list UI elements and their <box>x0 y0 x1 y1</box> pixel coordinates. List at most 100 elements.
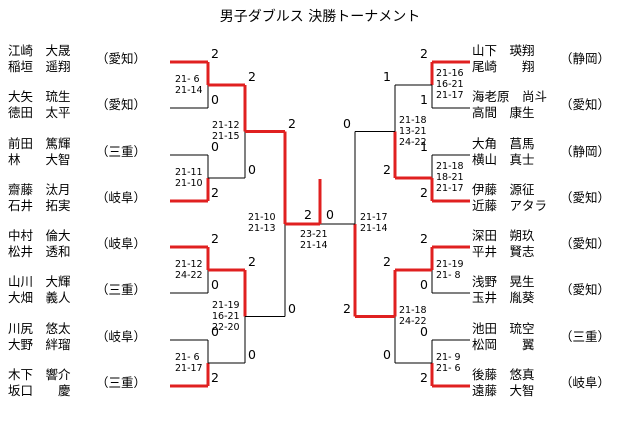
right-team-3-player-1: 大角 菖馬 <box>472 136 535 151</box>
left-r1-set-1-2: 21-14 <box>175 85 203 96</box>
right-r1-score-5: 2 <box>420 231 428 246</box>
right-r2-set-1-2: 13-21 <box>399 125 427 137</box>
right-team-8-pref: （岐阜） <box>560 375 611 390</box>
left-r3-score-1: 2 <box>288 115 296 131</box>
right-team-1-player-2: 尾崎 翔 <box>472 59 535 74</box>
left-r1-score-5: 2 <box>211 231 219 246</box>
left-team-1-pref: （愛知） <box>96 51 147 66</box>
left-team-6-player-1: 山川 大輝 <box>8 274 71 289</box>
left-team-7-player-1: 川尻 悠太 <box>8 321 71 336</box>
left-r1-set-2-2: 21-10 <box>175 178 203 189</box>
left-team-8-player-2: 坂口 慶 <box>8 383 71 398</box>
left-r1-set-3-1: 21-12 <box>175 259 203 270</box>
page-title: 男子ダブルス 決勝トーナメント <box>219 9 421 25</box>
right-r3-score-1: 0 <box>343 115 351 131</box>
left-team-6-pref: （三重） <box>96 282 147 297</box>
right-team-1-player-1: 山下 瑛翔 <box>472 43 535 58</box>
right-r1-set-2-3: 21-17 <box>436 183 464 194</box>
left-team-1-player-2: 稲垣 遥翔 <box>8 59 71 74</box>
right-r1-set-2-1: 21-18 <box>436 161 464 172</box>
left-r1-score-7: 0 <box>211 324 219 339</box>
left-r1-score-2: 0 <box>211 92 219 107</box>
right-r2-set-1-3: 24-22 <box>399 136 427 148</box>
left-team-5-player-1: 中村 倫大 <box>8 228 71 243</box>
right-r1-set-3-2: 21- 8 <box>436 269 461 281</box>
right-r1-score-1: 2 <box>420 46 428 61</box>
right-r1-set-1-3: 21-17 <box>436 90 464 101</box>
left-r2-score-2: 0 <box>248 162 256 177</box>
right-r2-score-3: 2 <box>383 254 391 269</box>
left-team-2-player-1: 大矢 琉生 <box>8 89 71 104</box>
right-r2-set-2-1: 21-18 <box>399 305 427 316</box>
left-r3-score-2: 0 <box>288 300 296 316</box>
right-r1-set-4-1: 21- 9 <box>436 351 461 363</box>
left-team-4-player-2: 石井 拓実 <box>8 198 71 213</box>
right-r2-score-2: 2 <box>383 162 391 177</box>
right-r3-set-2: 21-14 <box>360 223 388 234</box>
right-team-3-player-2: 横山 真士 <box>472 152 535 167</box>
left-r1-set-4-1: 21- 6 <box>175 352 200 363</box>
left-team-3-pref: （三重） <box>96 144 147 159</box>
final-set-2: 21-14 <box>300 240 328 251</box>
right-r1-set-2-2: 18-21 <box>436 172 464 183</box>
left-team-7-player-2: 大野 絆瑠 <box>8 337 71 352</box>
right-team-3-pref: （静岡） <box>560 144 611 159</box>
left-r1-score-1: 2 <box>211 46 219 61</box>
left-r2-set-1-2: 21-15 <box>212 131 240 142</box>
left-team-6-player-2: 大畑 義人 <box>8 290 71 305</box>
left-team-2-player-2: 徳田 太平 <box>8 105 71 120</box>
right-r2-set-2-2: 24-22 <box>399 316 427 327</box>
right-team-8-player-2: 遠藤 大智 <box>472 383 535 398</box>
left-team-1-player-1: 江崎 大晟 <box>8 43 71 58</box>
right-r1-score-6: 0 <box>420 277 428 292</box>
left-team-4-player-1: 齋藤 汰月 <box>8 182 71 197</box>
left-r3-set-2: 21-13 <box>248 223 276 234</box>
right-team-5-player-2: 平井 賢志 <box>472 244 535 259</box>
left-team-5-player-2: 松井 透和 <box>8 244 71 259</box>
right-team-4-player-2: 近藤 アタラ <box>472 198 548 213</box>
final-score-left: 2 <box>304 207 312 222</box>
right-r1-score-8: 2 <box>420 370 428 385</box>
left-team-3-player-1: 前田 篤輝 <box>8 136 71 151</box>
right-r1-set-1-2: 16-21 <box>436 79 464 90</box>
left-r2-score-4: 0 <box>248 347 256 362</box>
right-r1-score-4: 2 <box>420 185 428 200</box>
right-team-6-pref: （愛知） <box>560 282 611 297</box>
left-r1-score-4: 2 <box>211 185 219 200</box>
left-r1-score-3: 0 <box>211 139 219 154</box>
right-team-6-player-2: 玉井 胤葵 <box>472 290 535 305</box>
left-team-8-player-1: 木下 響介 <box>8 367 71 382</box>
left-r1-set-1-1: 21- 6 <box>175 74 200 85</box>
left-r1-set-2-1: 21-11 <box>175 167 203 178</box>
right-team-4-pref: （愛知） <box>560 190 611 205</box>
left-r2-score-1: 2 <box>248 69 256 84</box>
right-r2-score-1: 1 <box>383 69 391 84</box>
final-score-right: 0 <box>326 207 334 222</box>
right-r2-score-4: 0 <box>383 347 391 362</box>
left-team-2-pref: （愛知） <box>96 97 147 112</box>
left-r2-set-2-3: 22-20 <box>212 321 240 333</box>
right-r3-set-1: 21-17 <box>360 212 388 223</box>
right-r2-set-1-1: 21-18 <box>399 114 427 126</box>
right-team-1-pref: （静岡） <box>560 51 611 66</box>
right-r1-set-1-1: 21-16 <box>436 68 464 79</box>
right-team-2-player-1: 海老原 尚斗 <box>472 89 548 104</box>
right-r1-score-3: 1 <box>420 139 428 154</box>
right-team-2-player-2: 高間 康生 <box>472 105 535 120</box>
right-r1-score-7: 0 <box>420 324 428 339</box>
left-r2-score-3: 2 <box>248 254 256 269</box>
right-team-7-player-1: 池田 琉空 <box>472 321 535 336</box>
left-team-8-pref: （三重） <box>96 375 147 390</box>
right-team-7-player-2: 松岡 翼 <box>472 337 535 352</box>
left-team-3-player-2: 林 大智 <box>8 152 71 167</box>
left-r1-set-4-2: 21-17 <box>175 363 203 374</box>
left-r3-set-1: 21-10 <box>248 212 276 223</box>
right-r1-set-3-1: 21-19 <box>436 258 464 270</box>
left-r1-score-6: 0 <box>211 277 219 292</box>
right-r1-score-2: 1 <box>420 92 428 107</box>
right-team-4-player-1: 伊藤 源征 <box>472 182 535 197</box>
left-r1-score-8: 2 <box>211 370 219 385</box>
left-r2-set-2-1: 21-19 <box>212 299 240 311</box>
left-r2-set-2-2: 16-21 <box>212 310 240 322</box>
